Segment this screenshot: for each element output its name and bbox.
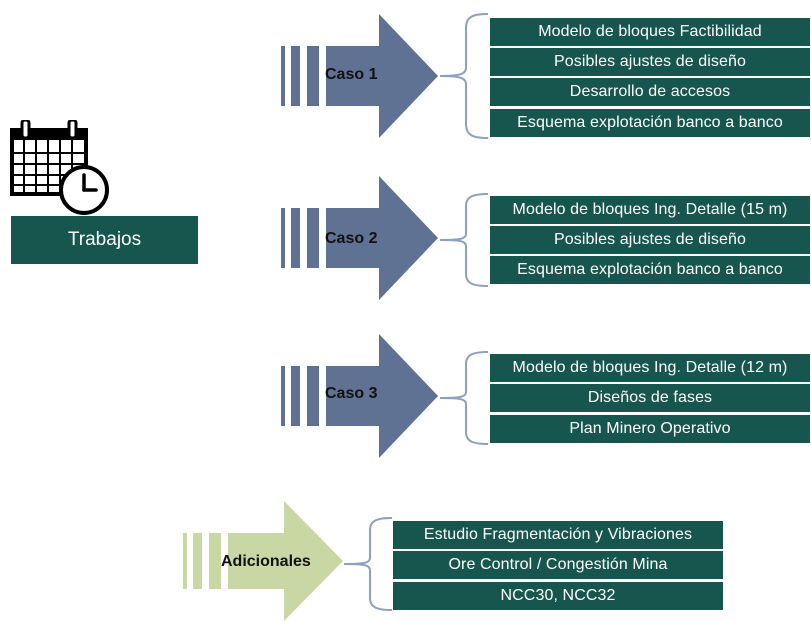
adicionales-bracket xyxy=(343,517,393,611)
adicionales-item: Estudio Fragmentación y Vibraciones xyxy=(393,521,723,549)
caso-2-arrow: Caso 2 xyxy=(281,176,441,300)
calendar-clock-icon xyxy=(10,118,110,216)
caso-2-item: Modelo de bloques Ing. Detalle (15 m) xyxy=(490,196,810,224)
caso-1-arrow: Caso 1 xyxy=(281,14,441,138)
adicionales-item: NCC30, NCC32 xyxy=(393,582,723,610)
caso-1-bracket xyxy=(439,13,489,139)
caso-1-item: Esquema explotación banco a banco xyxy=(490,109,810,137)
caso-3-item: Modelo de bloques Ing. Detalle (12 m) xyxy=(490,354,810,382)
caso-1-item: Posibles ajustes de diseño xyxy=(490,48,810,76)
adicionales-label: Adicionales xyxy=(221,553,311,570)
caso-1-item: Desarrollo de accesos xyxy=(490,78,810,106)
caso-1-item: Modelo de bloques Factibilidad xyxy=(490,18,810,46)
caso-2-item: Esquema explotación banco a banco xyxy=(490,256,810,284)
caso-3-arrow: Caso 3 xyxy=(281,334,441,458)
caso-2-label: Caso 2 xyxy=(325,230,378,247)
trabajos-label: Trabajos xyxy=(67,229,142,250)
caso-2-item: Posibles ajustes de diseño xyxy=(490,226,810,254)
caso-3-item: Diseños de fases xyxy=(490,384,810,412)
caso-3-label: Caso 3 xyxy=(325,385,378,402)
caso-1-label: Caso 1 xyxy=(325,66,378,83)
trabajos-box: Trabajos xyxy=(11,216,198,264)
caso-2-bracket xyxy=(439,193,489,287)
caso-3-item: Plan Minero Operativo xyxy=(490,415,810,443)
caso-3-bracket xyxy=(439,351,489,445)
adicionales-arrow: Adicionales xyxy=(183,501,345,621)
adicionales-item: Ore Control / Congestión Mina xyxy=(393,551,723,579)
